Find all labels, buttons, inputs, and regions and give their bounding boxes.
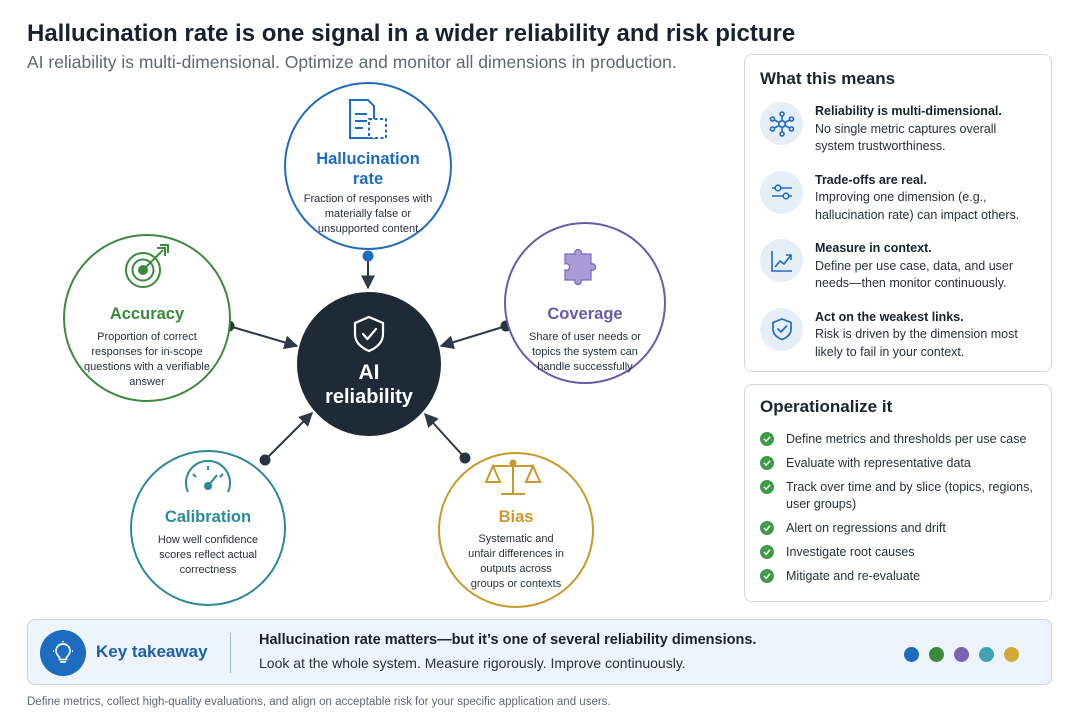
connector-bias: [424, 412, 471, 464]
divider: [230, 633, 231, 673]
means-item-body: Risk is driven by the dimension most lik…: [815, 327, 1018, 359]
node-desc: unsupported content: [318, 223, 418, 235]
panel-title: Operationalize it: [760, 397, 893, 416]
node-desc: topics the system can: [532, 346, 638, 358]
list-item: Define metrics and thresholds per use ca…: [760, 431, 1036, 448]
operationalize-list: Define metrics and thresholds per use ca…: [760, 431, 1036, 585]
node-bias: Bias Systematic and unfair differences i…: [438, 452, 594, 608]
means-item: Measure in context. Define per use case,…: [760, 239, 1036, 293]
target-icon: [125, 244, 169, 288]
node-desc: How well confidence: [158, 534, 258, 546]
gauge-icon: [185, 459, 231, 493]
shield-check-icon: [760, 307, 803, 351]
node-desc: correctness: [180, 564, 237, 576]
page-subtitle: AI reliability is multi-dimensional. Opt…: [27, 52, 677, 72]
node-title: Hallucination: [316, 150, 420, 168]
node-title: Coverage: [547, 305, 622, 323]
check-circle-icon: [760, 545, 774, 559]
node-desc: Share of user needs or: [529, 331, 641, 343]
trend-chart-icon: [760, 239, 803, 282]
scales-icon: [484, 459, 542, 495]
list-item: Evaluate with representative data: [760, 455, 1036, 472]
check-circle-icon: [760, 456, 774, 470]
key-takeaway-banner: Key takeaway Hallucination rate matters—…: [27, 619, 1052, 685]
what-this-means-panel: What this means Reliability is multi-dim…: [744, 54, 1052, 372]
means-item-head: Trade-offs are real.: [815, 172, 927, 187]
node-desc: handle successfully: [537, 361, 633, 373]
node-desc: Fraction of responses with: [304, 193, 432, 205]
means-item-head: Reliability is multi-dimensional.: [815, 104, 1002, 118]
list-item: Alert on regressions and drift: [760, 520, 1036, 537]
list-item-text: Alert on regressions and drift: [786, 521, 946, 535]
list-item-text: Investigate root causes: [786, 545, 915, 559]
node-desc: Proportion of correct: [97, 331, 197, 343]
color-dots: [894, 647, 1019, 662]
means-item: Trade-offs are real. Improving one dimen…: [760, 170, 1036, 225]
connector-coverage: [439, 320, 512, 349]
takeaway-label: Key takeaway: [96, 642, 208, 661]
lightbulb-icon: [40, 630, 86, 676]
panel-title: What this means: [760, 69, 896, 88]
node-desc: materially false or: [325, 208, 412, 220]
shield-check-icon: [353, 315, 385, 353]
footer-note: Define metrics, collect high-quality eva…: [27, 696, 611, 708]
color-dot: [904, 647, 919, 662]
means-item-head: Act on the weakest links.: [815, 309, 964, 324]
reliability-diagram: AI reliability Hallucination rate Fracti…: [63, 82, 666, 608]
color-dot: [979, 647, 994, 662]
check-circle-icon: [760, 432, 774, 446]
color-dot: [954, 647, 969, 662]
means-item-body: Improving one dimension (e.g., hallucina…: [815, 190, 1020, 222]
node-desc: groups or contexts: [471, 578, 562, 590]
list-item: Investigate root causes: [760, 544, 1036, 561]
node-desc: outputs across: [480, 563, 552, 575]
takeaway-headline: Hallucination rate matters—but it’s one …: [259, 632, 757, 648]
list-item-text: Track over time and by slice (topics, re…: [786, 480, 1033, 511]
center-label-1: AI: [359, 361, 380, 384]
node-desc: answer: [129, 376, 165, 388]
list-item-text: Mitigate and re-evaluate: [786, 569, 921, 583]
means-item-head: Measure in context.: [815, 241, 932, 255]
sliders-icon: [760, 170, 803, 214]
center-label-2: reliability: [325, 386, 414, 408]
document-icon: [349, 99, 387, 139]
node-desc: responses for in-scope: [91, 346, 202, 358]
list-item: Mitigate and re-evaluate: [760, 568, 1036, 585]
node-desc: Systematic and: [478, 533, 553, 545]
puzzle-icon: [564, 248, 597, 286]
node-title: rate: [353, 170, 383, 188]
network-icon: [760, 102, 803, 145]
connector-accuracy: [223, 320, 299, 350]
means-item-body: Define per use case, data, and user need…: [815, 258, 1014, 291]
means-item-body: No single metric captures overall system…: [815, 121, 997, 154]
check-circle-icon: [760, 521, 774, 535]
node-desc: unfair differences in: [468, 548, 564, 560]
node-coverage: Coverage Share of user needs or topics t…: [504, 222, 666, 384]
node-hallucination: Hallucination rate Fraction of responses…: [284, 82, 452, 250]
takeaway-subline: Look at the whole system. Measure rigoro…: [259, 655, 686, 671]
node-title: Accuracy: [110, 305, 185, 323]
node-accuracy: Accuracy Proportion of correct responses…: [63, 234, 231, 402]
means-item: Act on the weakest links. Risk is driven…: [760, 307, 1036, 362]
connector-calibration: [259, 412, 313, 466]
color-dot: [929, 647, 944, 662]
check-circle-icon: [760, 569, 774, 583]
node-title: Bias: [499, 508, 534, 526]
node-desc: scores reflect actual: [159, 549, 257, 561]
list-item-text: Define metrics and thresholds per use ca…: [786, 432, 1027, 446]
color-dot: [1004, 647, 1019, 662]
node-desc: questions with a verifiable: [84, 361, 210, 373]
operationalize-panel: Operationalize it Define metrics and thr…: [744, 384, 1052, 602]
list-item-text: Evaluate with representative data: [786, 456, 971, 470]
connector-hallucination: [361, 250, 375, 290]
node-title: Calibration: [165, 508, 251, 526]
list-item: Track over time and by slice (topics, re…: [760, 479, 1036, 513]
node-calibration: Calibration How well confidence scores r…: [130, 450, 286, 606]
page-title: Hallucination rate is one signal in a wi…: [27, 20, 796, 47]
means-item: Reliability is multi-dimensional. No sin…: [760, 102, 1036, 156]
check-circle-icon: [760, 480, 774, 494]
center-node: AI reliability: [297, 292, 441, 436]
